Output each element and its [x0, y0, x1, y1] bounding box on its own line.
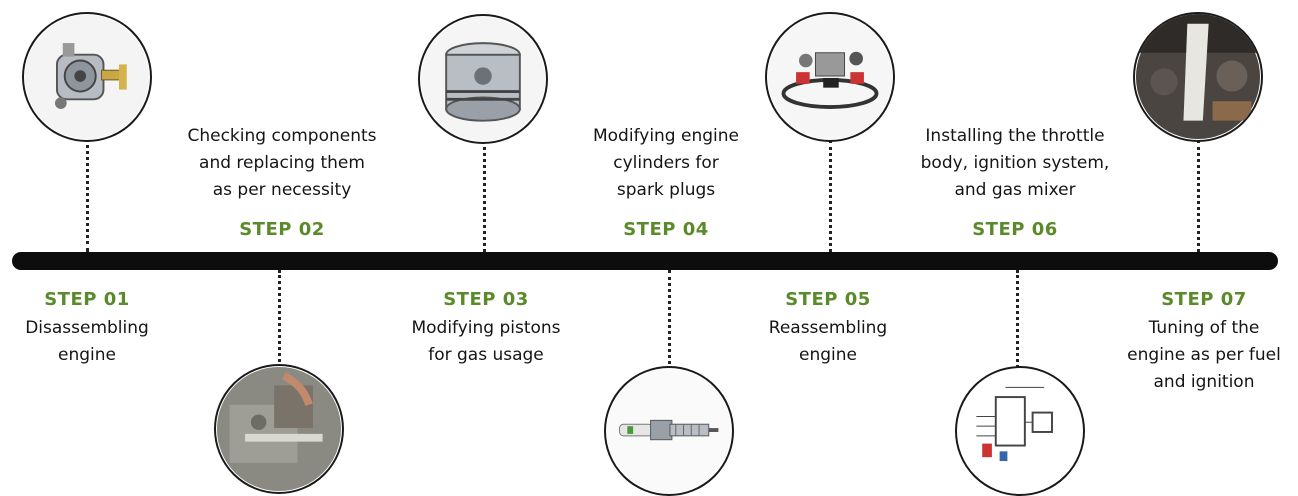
description-line: Reassembling	[768, 318, 888, 338]
description-line: cylinders for	[613, 153, 719, 173]
description-line: and replacing them	[199, 153, 365, 173]
description-line: and gas mixer	[954, 180, 1076, 200]
description-line: engine	[58, 345, 116, 365]
description-line: engine	[799, 345, 857, 365]
step-label-04: STEP 04	[623, 219, 709, 240]
step-label-07: STEP 07	[1161, 289, 1247, 310]
step-label-06: STEP 06	[972, 219, 1058, 240]
step-description-01: Disassembling engine	[0, 315, 207, 369]
description-line: for gas usage	[428, 345, 544, 365]
connector-step-05	[829, 140, 832, 252]
wiring-diagram-icon	[955, 366, 1085, 496]
spark-plug-icon	[604, 366, 734, 496]
connector-step-01	[86, 138, 89, 252]
description-line: and ignition	[1153, 372, 1255, 392]
engine-bay-photo-icon	[1133, 12, 1263, 142]
gas-regulator-icon	[22, 12, 152, 142]
description-line: Installing the throttle	[925, 126, 1105, 146]
step-label-01: STEP 01	[44, 289, 130, 310]
description-line: engine as per fuel	[1127, 345, 1281, 365]
description-line: Modifying engine	[592, 126, 739, 146]
description-line: Checking components	[187, 126, 377, 146]
step-description-03: Modifying pistons for gas usage	[366, 315, 606, 369]
step-label-03: STEP 03	[443, 289, 529, 310]
connector-step-02	[278, 270, 281, 368]
engine-parts-photo-icon	[214, 364, 344, 494]
step-description-07: Tuning of the engine as per fuel and ign…	[1084, 315, 1298, 396]
description-line: spark plugs	[616, 180, 716, 200]
step-description-05: Reassembling engine	[708, 315, 948, 369]
connector-step-07	[1197, 140, 1200, 252]
step-description-06: Installing the throttle body, ignition s…	[895, 123, 1135, 204]
connector-step-03	[483, 140, 486, 252]
step-description-04: Modifying engine cylinders for spark plu…	[546, 123, 786, 204]
step-description-02: Checking components and replacing them a…	[162, 123, 402, 204]
description-line: Modifying pistons	[411, 318, 561, 338]
connector-step-06	[1016, 270, 1019, 368]
description-line: Tuning of the	[1148, 318, 1260, 338]
timeline-bar	[12, 252, 1278, 270]
description-line: body, ignition system,	[920, 153, 1110, 173]
connector-step-04	[668, 270, 671, 370]
piston-icon	[418, 14, 548, 144]
conversion-kit-icon	[765, 12, 895, 142]
description-line: Disassembling	[25, 318, 149, 338]
description-line: as per necessity	[212, 180, 352, 200]
step-label-05: STEP 05	[785, 289, 871, 310]
step-label-02: STEP 02	[239, 219, 325, 240]
